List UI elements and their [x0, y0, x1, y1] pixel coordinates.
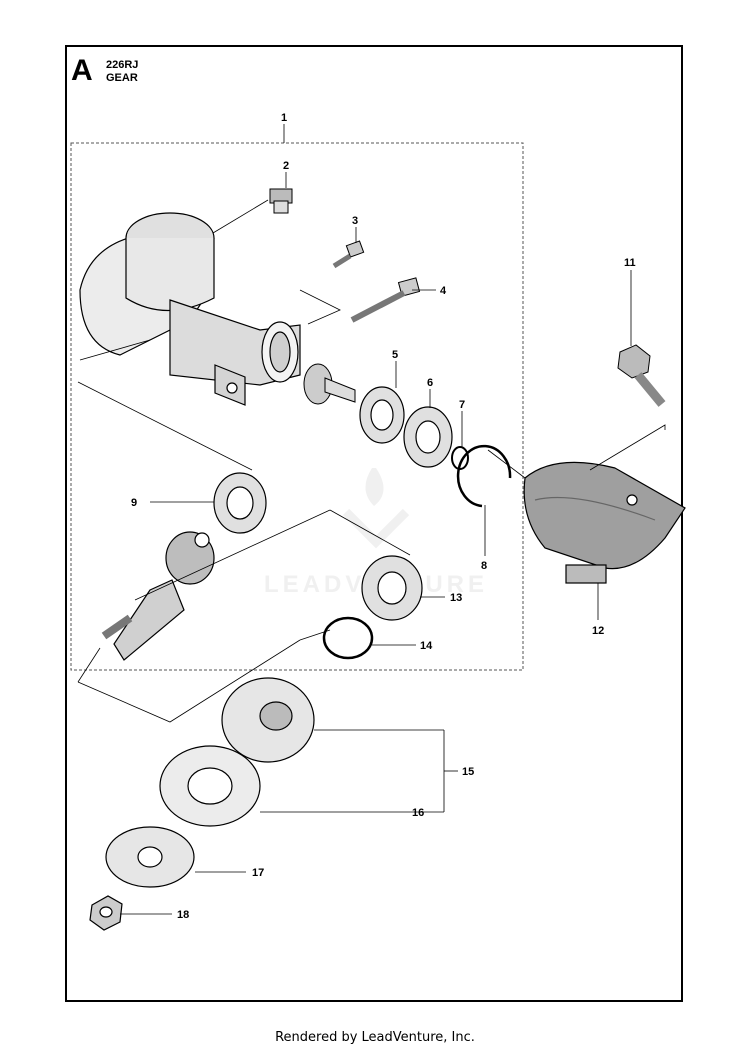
part-14-ring — [322, 616, 374, 660]
section-letter: A — [71, 54, 93, 87]
diagram-frame — [65, 45, 683, 1002]
part-5-bearing — [359, 386, 405, 444]
callout-7: 7 — [459, 399, 465, 411]
part-17-washer — [105, 826, 195, 888]
callout-12: 12 — [592, 625, 604, 637]
callout-11: 11 — [624, 257, 636, 269]
part-13-bearing — [361, 555, 423, 621]
output-shaft — [101, 531, 215, 661]
part-11-bolt — [617, 344, 666, 407]
callout-1: 1 — [281, 112, 287, 124]
callout-5: 5 — [392, 349, 398, 361]
model-number: 226RJ — [106, 59, 139, 71]
callout-18: 18 — [177, 909, 189, 921]
callout-2: 2 — [283, 160, 289, 172]
callout-17: 17 — [252, 867, 264, 879]
part-3-screw — [332, 240, 365, 269]
part-16-disc — [159, 745, 261, 827]
callout-13: 13 — [450, 592, 462, 604]
leader-lines — [77, 124, 666, 915]
pinion-shaft — [303, 363, 356, 405]
callout-14: 14 — [420, 640, 433, 652]
callout-3: 3 — [352, 215, 358, 227]
callout-6: 6 — [427, 377, 433, 389]
part-15-flange — [221, 677, 315, 763]
model-title: 226RJ GEAR — [106, 59, 138, 85]
gear-housing — [79, 212, 301, 406]
part-2-plug — [269, 188, 293, 214]
callout-4: 4 — [440, 285, 447, 297]
callout-8: 8 — [481, 560, 487, 572]
part-8-circlip — [456, 444, 512, 508]
footer-credit: Rendered by LeadVenture, Inc. — [275, 1030, 475, 1045]
callout-9: 9 — [131, 497, 137, 509]
callout-15: 15 — [462, 766, 474, 778]
part-6-bearing — [403, 406, 453, 468]
assembly-1-box — [70, 142, 524, 671]
assembly-name: GEAR — [106, 72, 138, 84]
callout-labels: 1 2 3 4 5 6 7 8 9 11 12 13 14 15 16 17 1… — [131, 112, 636, 921]
callout-16: 16 — [412, 807, 424, 819]
part-9-bearing — [213, 472, 267, 534]
part-18-nut — [89, 895, 123, 931]
part-12-guard — [523, 461, 686, 584]
part-4-bolt — [350, 277, 421, 323]
